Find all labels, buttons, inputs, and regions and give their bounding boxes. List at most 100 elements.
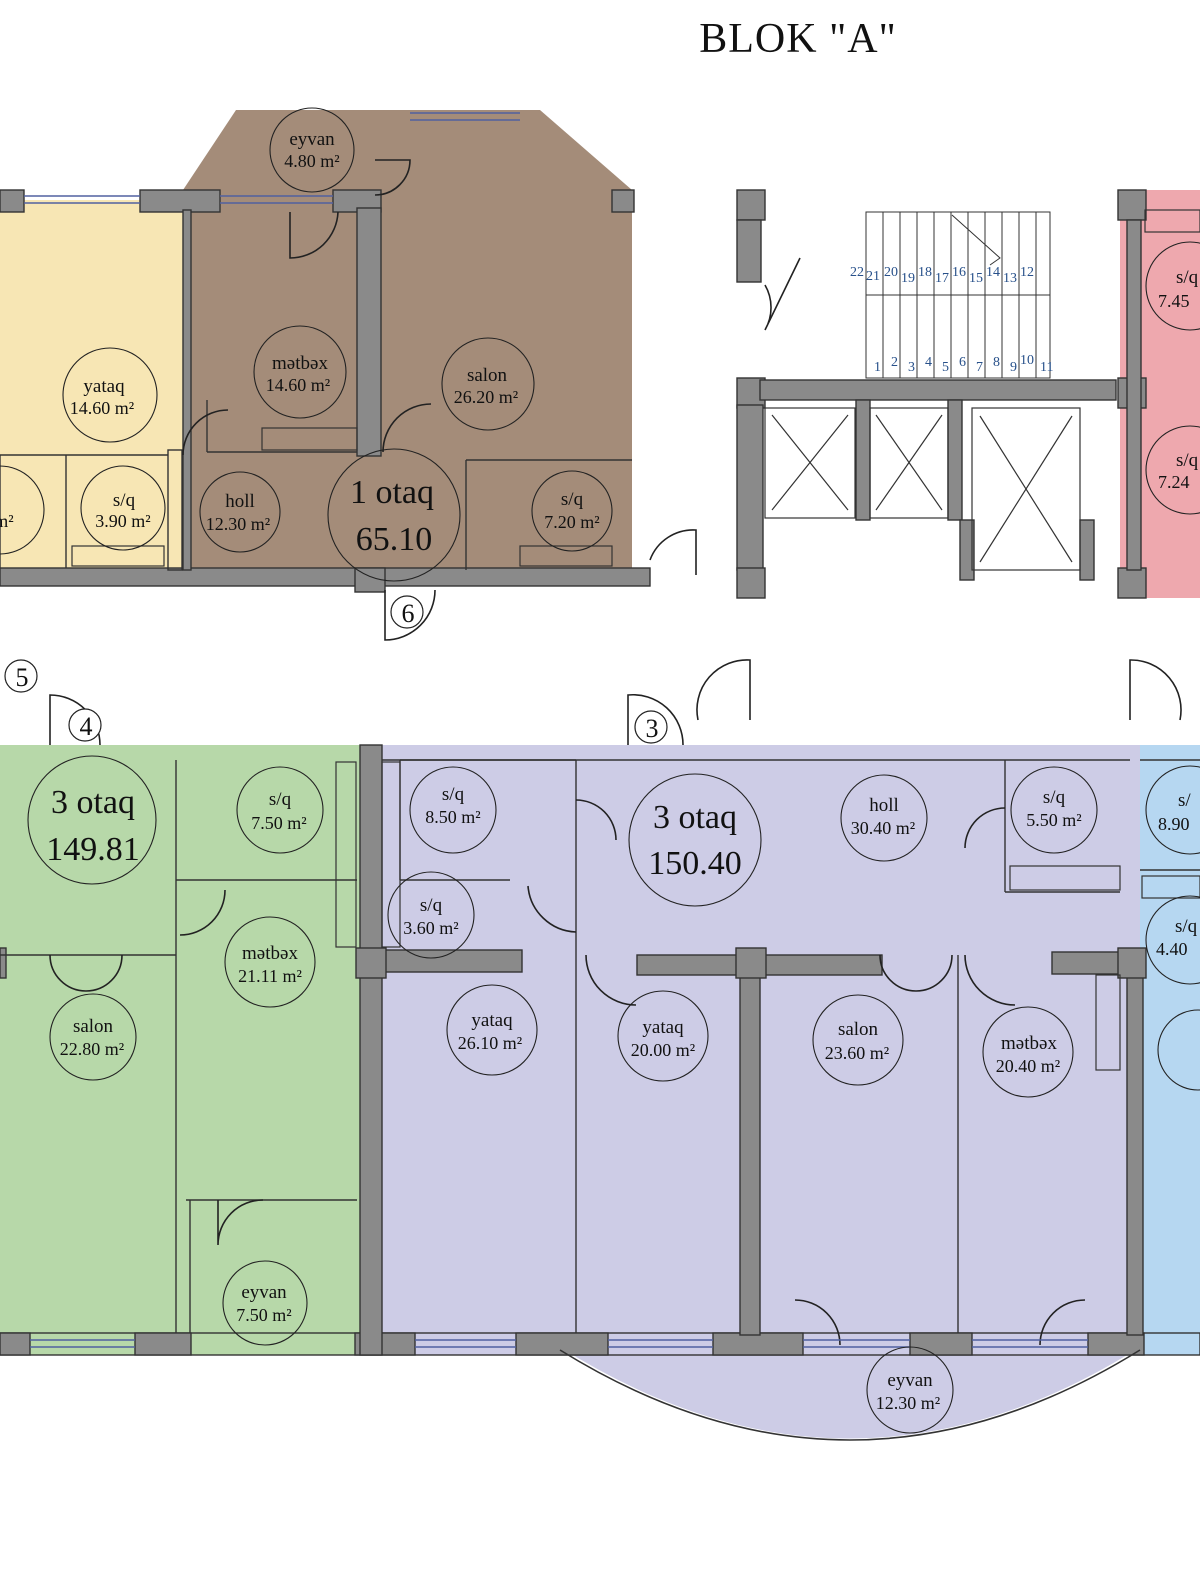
room-label: yataq [83,376,125,397]
room-area: 5.50 m² [1026,810,1081,830]
stair-step-number: 7 [976,360,983,375]
room-area: m² [0,511,14,531]
room-area: 20.40 m² [996,1056,1060,1076]
apt-green-fill [0,745,372,1355]
apartment-area: 150.40 [648,845,742,882]
stair-step-number: 14 [986,265,1000,280]
room-label: s/q [113,490,136,511]
apartment-title: 3 otaq [653,799,737,836]
stair-step-number: 21 [866,269,880,284]
stair-step-number: 4 [925,355,932,370]
room-label: salon [73,1016,114,1037]
room-area: 20.00 m² [631,1040,695,1060]
apt-yellow-fill [0,200,183,578]
apartment-area: 65.10 [356,521,433,558]
room-label: eyvan [289,129,335,150]
doors [49,159,1182,1346]
room-area: 26.20 m² [454,387,518,407]
room-area: 12.30 m² [876,1393,940,1413]
room-circles [0,107,1200,1434]
stair-flight [865,211,1051,379]
room-label: s/q [420,895,443,916]
room-area: 7.50 m² [236,1305,291,1325]
stair-step-number: 9 [1010,360,1017,375]
room-area: 3.90 m² [95,511,150,531]
entrance-number: 4 [80,712,93,741]
room-label: s/q [1176,267,1199,288]
stair-step-number: 2 [891,355,898,370]
room-area: 30.40 m² [851,818,915,838]
stair-step-number: 13 [1003,271,1017,286]
apt-brown-fill [183,110,632,578]
windows [24,112,1088,1348]
room-label: s/q [269,789,292,810]
room-area: 12.30 m² [206,514,270,534]
stair-step-number: 5 [942,360,949,375]
room-area: 8.50 m² [425,807,480,827]
room-label: s/q [1175,916,1198,937]
stair-numbers-bottom: 1 2 3 4 5 6 7 8 9 10 11 [874,353,1053,375]
room-label: s/q [1043,787,1066,808]
stair-step-number: 22 [850,265,864,280]
partitions [0,454,1200,1333]
room-label: mətbəx [272,353,328,374]
apartment-area: 149.81 [46,831,140,868]
stair-step-number: 19 [901,271,915,286]
fixtures [71,209,1200,1071]
room-area: 7.20 m² [544,512,599,532]
stair-step-number: 8 [993,355,1000,370]
room-area: 14.60 m² [70,398,134,418]
room-area: 23.60 m² [825,1043,889,1063]
room-label: s/ [1178,790,1191,811]
room-area: 14.60 m² [266,375,330,395]
room-area: 22.80 m² [60,1039,124,1059]
room-label: s/q [442,784,465,805]
stair-step-number: 18 [918,265,932,280]
room-area: 3.60 m² [403,918,458,938]
stair-step-number: 3 [908,360,915,375]
elevator-shafts [764,407,1081,571]
room-label: holl [869,795,899,816]
room-label: eyvan [887,1370,933,1391]
room-area: 4.40 [1156,939,1188,959]
room-area: 26.10 m² [458,1033,522,1053]
room-label: salon [467,365,508,386]
room-label: s/q [1176,450,1199,471]
room-area: 7.24 [1158,472,1190,492]
apt-blue-fill [1140,745,1200,1355]
room-label: salon [838,1019,879,1040]
room-label: yataq [471,1010,513,1031]
stair-step-number: 6 [959,355,966,370]
room-label: mətbəx [242,943,298,964]
apt-violet-balcony-fill [560,1347,1140,1439]
violet-balcony-edge [559,1349,1141,1441]
stair-step-number: 12 [1020,265,1034,280]
entrance-marker-circles [4,595,668,744]
entrance-number: 5 [16,663,29,692]
stair-step-number: 15 [969,271,983,286]
stair-numbers-top: 22 21 20 19 18 17 16 15 14 13 12 [850,265,1034,286]
room-area: 21.11 m² [238,966,302,986]
blok-title: BLOK "A" [699,16,896,62]
apartment-title: 3 otaq [51,784,135,821]
stair-step-number: 16 [952,265,966,280]
room-label: holl [225,491,255,512]
stair-step-number: 1 [874,360,881,375]
stair-step-number: 20 [884,265,898,280]
entrance-number: 6 [402,599,415,628]
room-area: 7.45 [1158,291,1190,311]
entrance-number: 3 [646,714,659,743]
room-label: yataq [642,1017,684,1038]
room-label: s/q [561,489,584,510]
stair-step-number: 10 [1020,353,1034,368]
room-label: mətbəx [1001,1033,1057,1054]
room-area: 8.90 [1158,814,1190,834]
walls [0,189,1200,1356]
stair-step-number: 17 [935,271,949,286]
stair-step-number: 11 [1040,360,1053,375]
room-label: eyvan [241,1282,287,1303]
apartment-title: 1 otaq [350,474,434,511]
room-area: 7.50 m² [251,813,306,833]
room-area: 4.80 m² [284,151,339,171]
